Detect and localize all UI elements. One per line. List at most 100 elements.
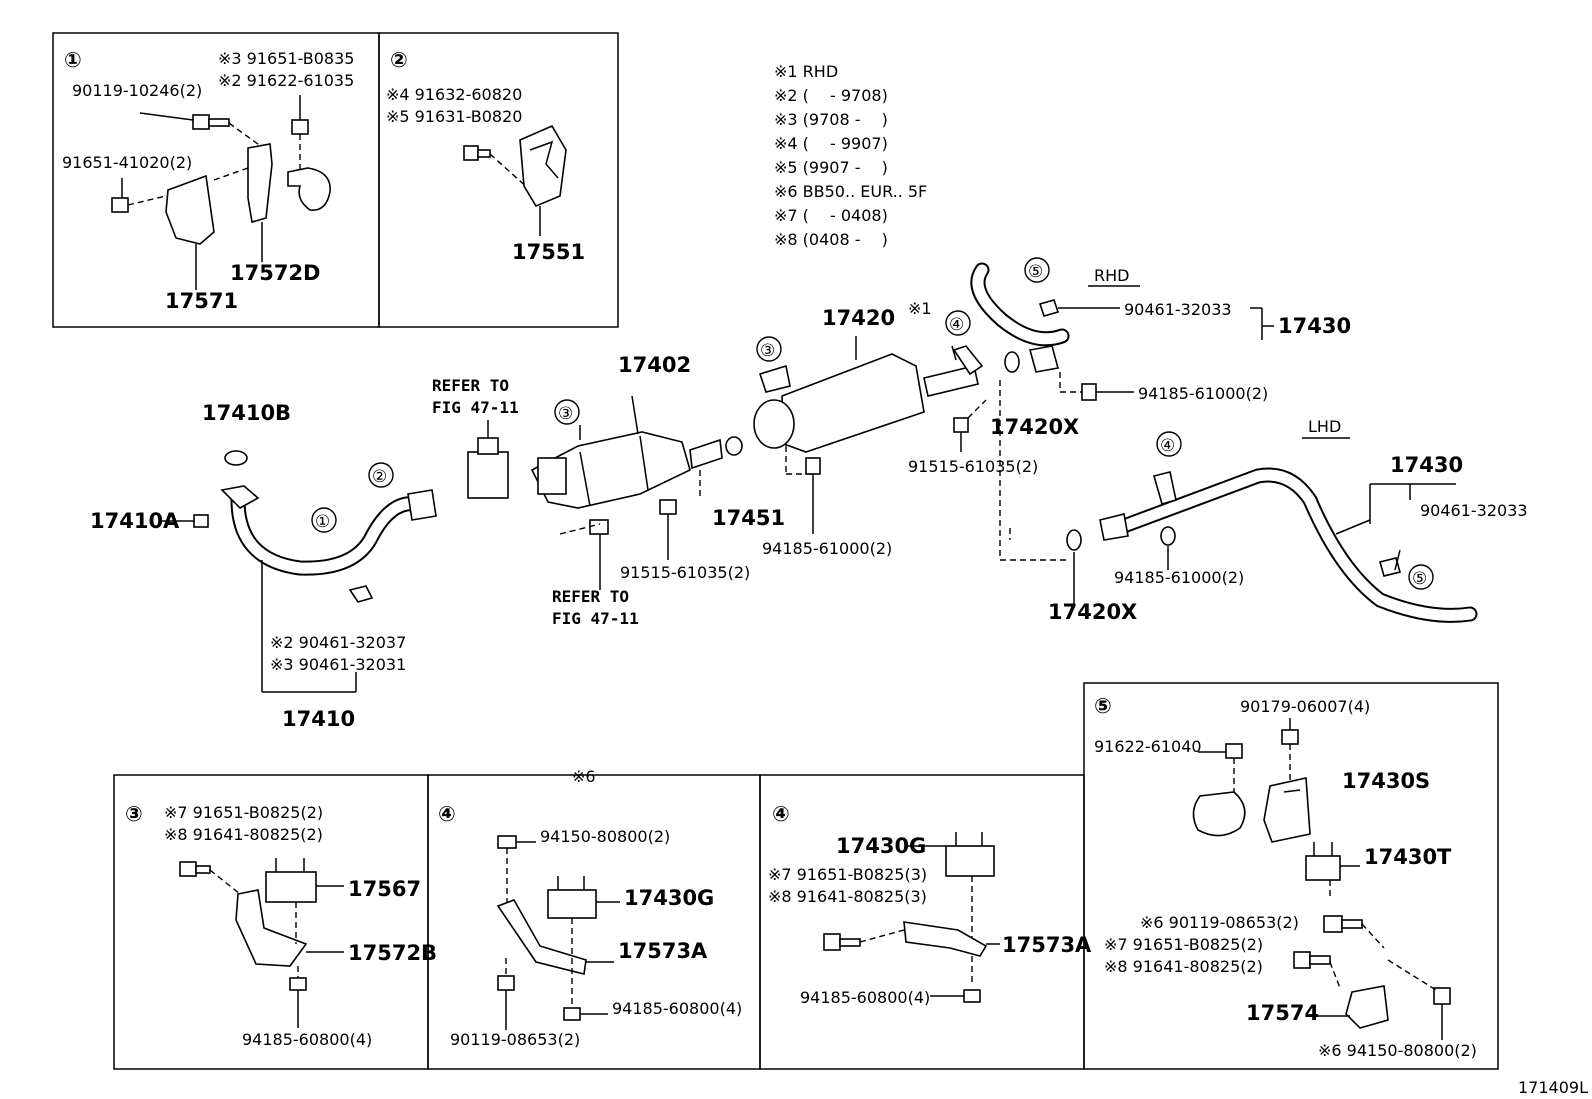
notes-list: ※1 RHD ※2 ( - 9708) ※3 (9708 - ) ※4 ( - …	[774, 62, 927, 249]
box-5-part-90119-08653[interactable]: ※6 90119-08653(2)	[1140, 913, 1299, 932]
note-ref-6: ※6	[572, 767, 596, 786]
box-5-part-91651-B0825[interactable]: ※7 91651-B0825(2)	[1104, 935, 1263, 954]
callout-1-label: ①	[315, 512, 330, 532]
box-3-drawing	[179, 858, 344, 1028]
tail-pipe-rhd-drawing	[970, 262, 1274, 401]
callout-4-lhd	[1156, 431, 1182, 457]
box-4b-frame	[759, 774, 1085, 1070]
box-2-part-91631-B0820[interactable]: ※5 91631-B0820	[386, 107, 522, 126]
sensor-drawing	[467, 420, 509, 499]
box-3-part-17567[interactable]: 17567	[348, 877, 421, 901]
converter-17402-drawing	[530, 395, 743, 590]
refer-to-fig-1[interactable]: FIG 47-11	[432, 398, 519, 417]
tail-pipe-lhd-drawing	[999, 380, 1478, 623]
muffler-17420-drawing	[753, 336, 1020, 534]
note-6: ※6 BB50.. EUR.. 5F	[774, 182, 927, 201]
box-3-part-17572B[interactable]: 17572B	[348, 941, 437, 965]
box-5-part-90179-06007[interactable]: 90179-06007(4)	[1240, 697, 1370, 716]
refer-to-label-1: REFER TO	[432, 376, 509, 395]
box-1-part-91651-B0835[interactable]: ※3 91651-B0835	[218, 49, 354, 68]
part-94185-61000-a[interactable]: 94185-61000(2)	[762, 539, 892, 558]
box-1-number: ①	[64, 48, 82, 72]
note-4: ※4 ( - 9907)	[774, 134, 888, 153]
box-1-part-17571[interactable]: 17571	[165, 289, 238, 313]
box-4a-drawing	[496, 835, 620, 1030]
note-7: ※7 ( - 0408)	[774, 206, 888, 225]
callout-1	[311, 507, 337, 533]
box-1-part-91651-41020[interactable]: 91651-41020(2)	[62, 153, 192, 172]
callout-5-rhd-label: ⑤	[1028, 262, 1043, 282]
part-17420X-a[interactable]: 17420X	[990, 415, 1079, 439]
part-17430-lhd[interactable]: 17430	[1390, 453, 1463, 477]
box-2-number: ②	[390, 48, 408, 72]
box-2-drawing	[463, 124, 567, 236]
note-1: ※1 RHD	[774, 62, 838, 81]
part-90461-32033-b[interactable]: 90461-32033	[1420, 501, 1528, 520]
box-1-part-90119-10246[interactable]: 90119-10246(2)	[72, 81, 202, 100]
box-3-number: ③	[125, 802, 143, 826]
box-5-frame	[1083, 682, 1499, 1070]
part-94185-61000-c[interactable]: 94185-61000(2)	[1114, 568, 1244, 587]
box-5-drawing	[1192, 718, 1451, 1040]
box-5-part-17430S[interactable]: 17430S	[1342, 769, 1430, 793]
refer-to-label-2: REFER TO	[552, 587, 629, 606]
box-5-part-91622-61040[interactable]: 91622-61040	[1094, 737, 1202, 756]
box-3-part-91641-80825[interactable]: ※8 91641-80825(2)	[164, 825, 323, 844]
part-90461-32037[interactable]: ※2 90461-32037	[270, 633, 406, 652]
callout-3-muffler-label: ③	[760, 341, 775, 361]
part-17430-rhd[interactable]: 17430	[1278, 314, 1351, 338]
callout-2	[368, 462, 394, 488]
box-4a-part-17573A[interactable]: 17573A	[618, 939, 708, 963]
box-4b-part-91651-B0825[interactable]: ※7 91651-B0825(3)	[768, 865, 927, 884]
box-1-part-17572D[interactable]: 17572D	[230, 261, 321, 285]
box-5-part-17430T[interactable]: 17430T	[1364, 845, 1452, 869]
part-17402[interactable]: 17402	[618, 353, 691, 377]
part-17451[interactable]: 17451	[712, 506, 785, 530]
box-5-part-17574[interactable]: 17574	[1246, 1001, 1319, 1025]
callout-5-lhd	[1408, 564, 1434, 590]
callout-5-rhd	[1024, 257, 1050, 283]
box-4a-part-94150-80800[interactable]: 94150-80800(2)	[540, 827, 670, 846]
box-4b-part-91641-80825[interactable]: ※8 91641-80825(3)	[768, 887, 927, 906]
part-17410B[interactable]: 17410B	[202, 401, 291, 425]
callout-4-rhd-label: ④	[949, 315, 964, 335]
callout-3-converter	[554, 399, 580, 425]
part-94185-61000-b[interactable]: 94185-61000(2)	[1138, 384, 1268, 403]
box-4a-part-90119-08653[interactable]: 90119-08653(2)	[450, 1030, 580, 1049]
callout-4-lhd-label: ④	[1160, 436, 1175, 456]
box-5-part-91641-80825[interactable]: ※8 91641-80825(2)	[1104, 957, 1263, 976]
box-2-part-17551[interactable]: 17551	[512, 240, 585, 264]
part-90461-32031[interactable]: ※3 90461-32031	[270, 655, 406, 674]
part-17420X-b[interactable]: 17420X	[1048, 600, 1137, 624]
box-4a-part-17430G[interactable]: 17430G	[624, 886, 714, 910]
box-2-part-91632-60820[interactable]: ※4 91632-60820	[386, 85, 522, 104]
box-2-frame	[378, 32, 619, 328]
part-17420[interactable]: 17420	[822, 306, 895, 330]
box-3-part-91651-B0825[interactable]: ※7 91651-B0825(2)	[164, 803, 323, 822]
figure-id: 171409L	[1518, 1078, 1588, 1097]
box-3-part-94185-60800[interactable]: 94185-60800(4)	[242, 1030, 372, 1049]
part-91515-61035-b[interactable]: 91515-61035(2)	[908, 457, 1038, 476]
box-1-part-91622-61035[interactable]: ※2 91622-61035	[218, 71, 354, 90]
note-ref-1: ※1	[908, 299, 932, 318]
front-pipe-17410-drawing	[162, 450, 437, 693]
rhd-label: RHD	[1094, 266, 1129, 285]
callout-5-lhd-label: ⑤	[1412, 569, 1427, 589]
note-2: ※2 ( - 9708)	[774, 86, 888, 105]
box-4a-number: ④	[438, 802, 456, 826]
part-17410[interactable]: 17410	[282, 707, 355, 731]
box-5-part-94150-80800[interactable]: ※6 94150-80800(2)	[1318, 1041, 1477, 1060]
part-91515-61035-a[interactable]: 91515-61035(2)	[620, 563, 750, 582]
box-4b-part-17573A[interactable]: 17573A	[1002, 933, 1092, 957]
callout-3-converter-label: ③	[558, 404, 573, 424]
box-4b-drawing	[823, 832, 1000, 1003]
box-4a-part-94185-60800[interactable]: 94185-60800(4)	[612, 999, 742, 1018]
box-4a-frame	[427, 774, 761, 1070]
callout-2-label: ②	[372, 467, 387, 487]
part-90461-32033-a[interactable]: 90461-32033	[1124, 300, 1232, 319]
box-4b-part-94185-60800[interactable]: 94185-60800(4)	[800, 988, 930, 1007]
part-17410A[interactable]: 17410A	[90, 509, 180, 533]
refer-to-fig-2[interactable]: FIG 47-11	[552, 609, 639, 628]
note-8: ※8 (0408 - )	[774, 230, 888, 249]
